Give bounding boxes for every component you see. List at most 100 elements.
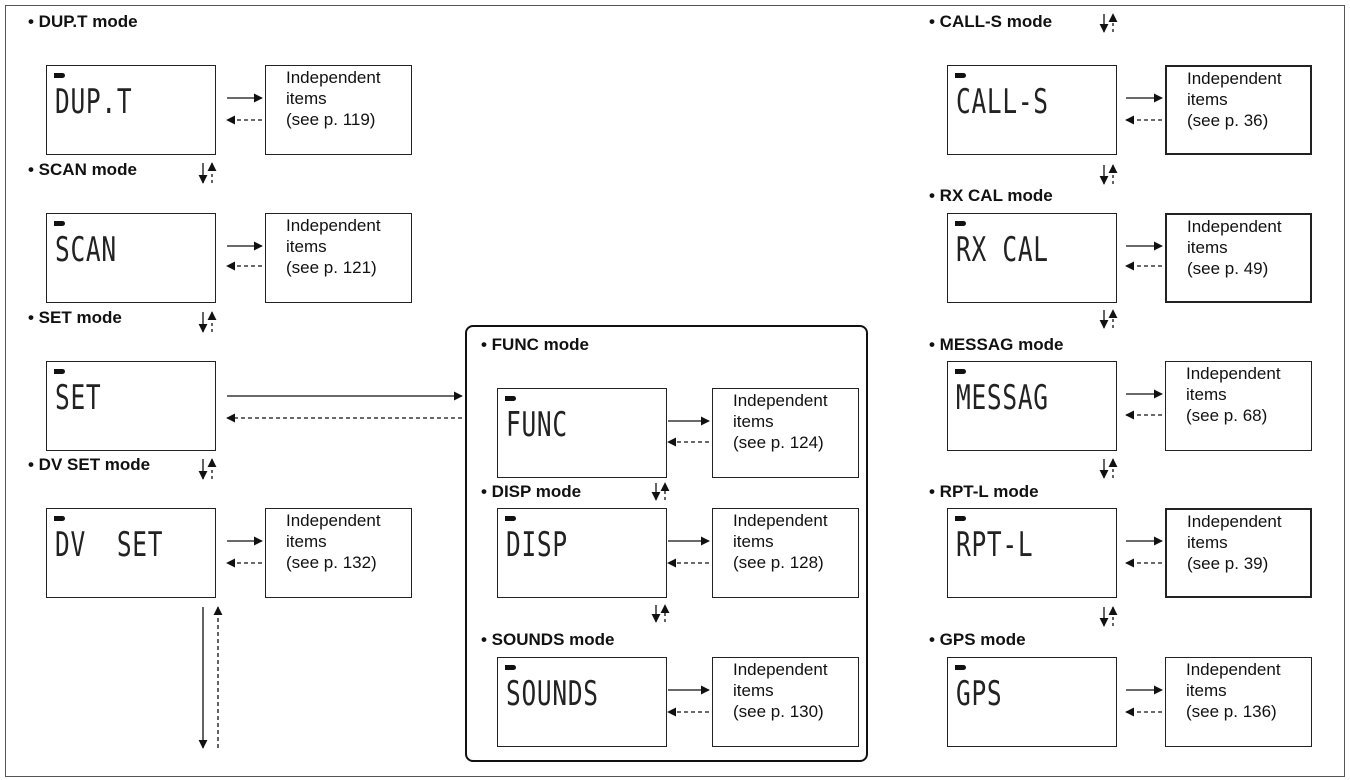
item-line: items xyxy=(733,681,774,700)
vertical-arrow-pair xyxy=(651,482,670,501)
gps-mode-label: • GPS mode xyxy=(929,630,1026,649)
disp-lcd-text: DISP xyxy=(506,525,568,565)
dvset-mode-label: • DV SET mode xyxy=(28,455,151,474)
horizontal-arrow-pair xyxy=(1125,93,1163,125)
horizontal-arrow-pair xyxy=(667,685,710,717)
item-line: (see p. 136) xyxy=(1186,702,1277,721)
lcd-indicator-icon xyxy=(955,369,966,374)
rptl-mode-label: • RPT-L mode xyxy=(929,482,1039,501)
vertical-arrow-pair xyxy=(198,162,217,184)
item-line: items xyxy=(733,412,774,431)
calls-lcd-display: CALL-S xyxy=(947,65,1117,155)
rxcal-lcd-display: RX CAL xyxy=(947,213,1117,303)
disp-mode-label: • DISP mode xyxy=(481,482,582,501)
disp-lcd-display: DISP xyxy=(497,508,667,598)
item-line: Independent xyxy=(1187,512,1282,531)
item-line: (see p. 128) xyxy=(733,553,824,572)
horizontal-arrow-pair xyxy=(667,416,710,447)
gps-lcd-text: GPS xyxy=(956,674,1003,714)
dupt-lcd-display: DUP.T xyxy=(46,65,216,155)
item-line: items xyxy=(733,532,774,551)
horizontal-arrow-pair xyxy=(226,536,263,568)
dvset-lcd-text: DV SET xyxy=(55,525,164,565)
vertical-arrow-pair xyxy=(1099,164,1118,185)
set-lcd-text: SET xyxy=(55,378,102,418)
lcd-indicator-icon xyxy=(54,73,65,78)
item-line: items xyxy=(286,237,327,256)
item-line: Independent xyxy=(733,391,828,410)
func-lcd-text: FUNC xyxy=(506,405,568,445)
item-line: items xyxy=(1187,238,1228,257)
horizontal-arrow-pair xyxy=(226,391,463,423)
lcd-indicator-icon xyxy=(54,369,65,374)
set-mode-label: • SET mode xyxy=(28,308,122,327)
vertical-arrow-pair xyxy=(1099,13,1118,33)
horizontal-arrow-pair xyxy=(1125,241,1163,271)
item-line: (see p. 130) xyxy=(733,702,824,721)
calls-lcd-text: CALL-S xyxy=(956,82,1049,122)
sounds-mode-label: • SOUNDS mode xyxy=(481,630,615,649)
rptl-lcd-display: RPT-L xyxy=(947,508,1117,598)
calls-independent-items: Independent items (see p. 36) xyxy=(1165,65,1312,155)
vertical-arrow-pair xyxy=(1099,606,1118,627)
item-line: items xyxy=(1187,533,1228,552)
item-line: items xyxy=(286,89,327,108)
vertical-arrow-pair xyxy=(198,458,217,480)
messag-mode-label: • MESSAG mode xyxy=(929,335,1064,354)
item-line: items xyxy=(1186,385,1227,404)
func-mode-label: • FUNC mode xyxy=(481,335,589,354)
messag-independent-items: Independent items (see p. 68) xyxy=(1165,361,1312,451)
rxcal-lcd-text: RX CAL xyxy=(956,230,1049,270)
item-line: Independent xyxy=(1186,660,1281,679)
scan-lcd-display: SCAN xyxy=(46,213,216,303)
rptl-lcd-text: RPT-L xyxy=(956,525,1034,565)
item-line: (see p. 39) xyxy=(1187,554,1269,573)
item-line: (see p. 132) xyxy=(286,553,377,572)
scan-independent-items: Independent items (see p. 121) xyxy=(265,213,412,303)
scan-mode-label: • SCAN mode xyxy=(28,160,137,179)
item-line: Independent xyxy=(1186,364,1281,383)
item-line: Independent xyxy=(286,68,381,87)
rptl-independent-items: Independent items (see p. 39) xyxy=(1165,508,1312,598)
rxcal-independent-items: Independent items (see p. 49) xyxy=(1165,213,1312,303)
horizontal-arrow-pair xyxy=(226,93,263,125)
dvset-lcd-display: DV SET xyxy=(46,508,216,598)
lcd-indicator-icon xyxy=(505,516,516,521)
vertical-arrow-pair xyxy=(198,311,217,333)
rxcal-mode-label: • RX CAL mode xyxy=(929,186,1053,205)
horizontal-arrow-pair xyxy=(1125,389,1163,420)
item-line: items xyxy=(1186,681,1227,700)
item-line: (see p. 49) xyxy=(1187,259,1269,278)
lcd-indicator-icon xyxy=(54,516,65,521)
horizontal-arrow-pair xyxy=(1125,536,1163,568)
item-line: (see p. 36) xyxy=(1187,111,1269,130)
vertical-arrow-pair xyxy=(198,606,223,749)
dupt-independent-items: Independent items (see p. 119) xyxy=(265,65,412,155)
diagram-frame xyxy=(5,5,1345,777)
sounds-independent-items: Independent items (see p. 130) xyxy=(712,657,859,747)
set-lcd-display: SET xyxy=(46,361,216,451)
item-line: Independent xyxy=(286,511,381,530)
item-line: items xyxy=(1187,90,1228,109)
horizontal-arrow-pair xyxy=(226,241,263,271)
item-line: Independent xyxy=(286,216,381,235)
horizontal-arrow-pair xyxy=(1125,685,1163,717)
gps-lcd-display: GPS xyxy=(947,657,1117,747)
item-line: items xyxy=(286,532,327,551)
vertical-arrow-pair xyxy=(1099,458,1118,479)
messag-lcd-text: MESSAG xyxy=(956,378,1049,418)
item-line: Independent xyxy=(1187,69,1282,88)
disp-independent-items: Independent items (see p. 128) xyxy=(712,508,859,598)
vertical-arrow-pair xyxy=(1099,309,1118,329)
dvset-independent-items: Independent items (see p. 132) xyxy=(265,508,412,598)
scan-lcd-text: SCAN xyxy=(55,230,117,270)
lcd-indicator-icon xyxy=(505,396,516,401)
messag-lcd-display: MESSAG xyxy=(947,361,1117,451)
gps-independent-items: Independent items (see p. 136) xyxy=(1165,657,1312,747)
item-line: Independent xyxy=(1187,217,1282,236)
lcd-indicator-icon xyxy=(955,516,966,521)
item-line: (see p. 119) xyxy=(286,110,376,129)
sounds-lcd-display: SOUNDS xyxy=(497,657,667,747)
